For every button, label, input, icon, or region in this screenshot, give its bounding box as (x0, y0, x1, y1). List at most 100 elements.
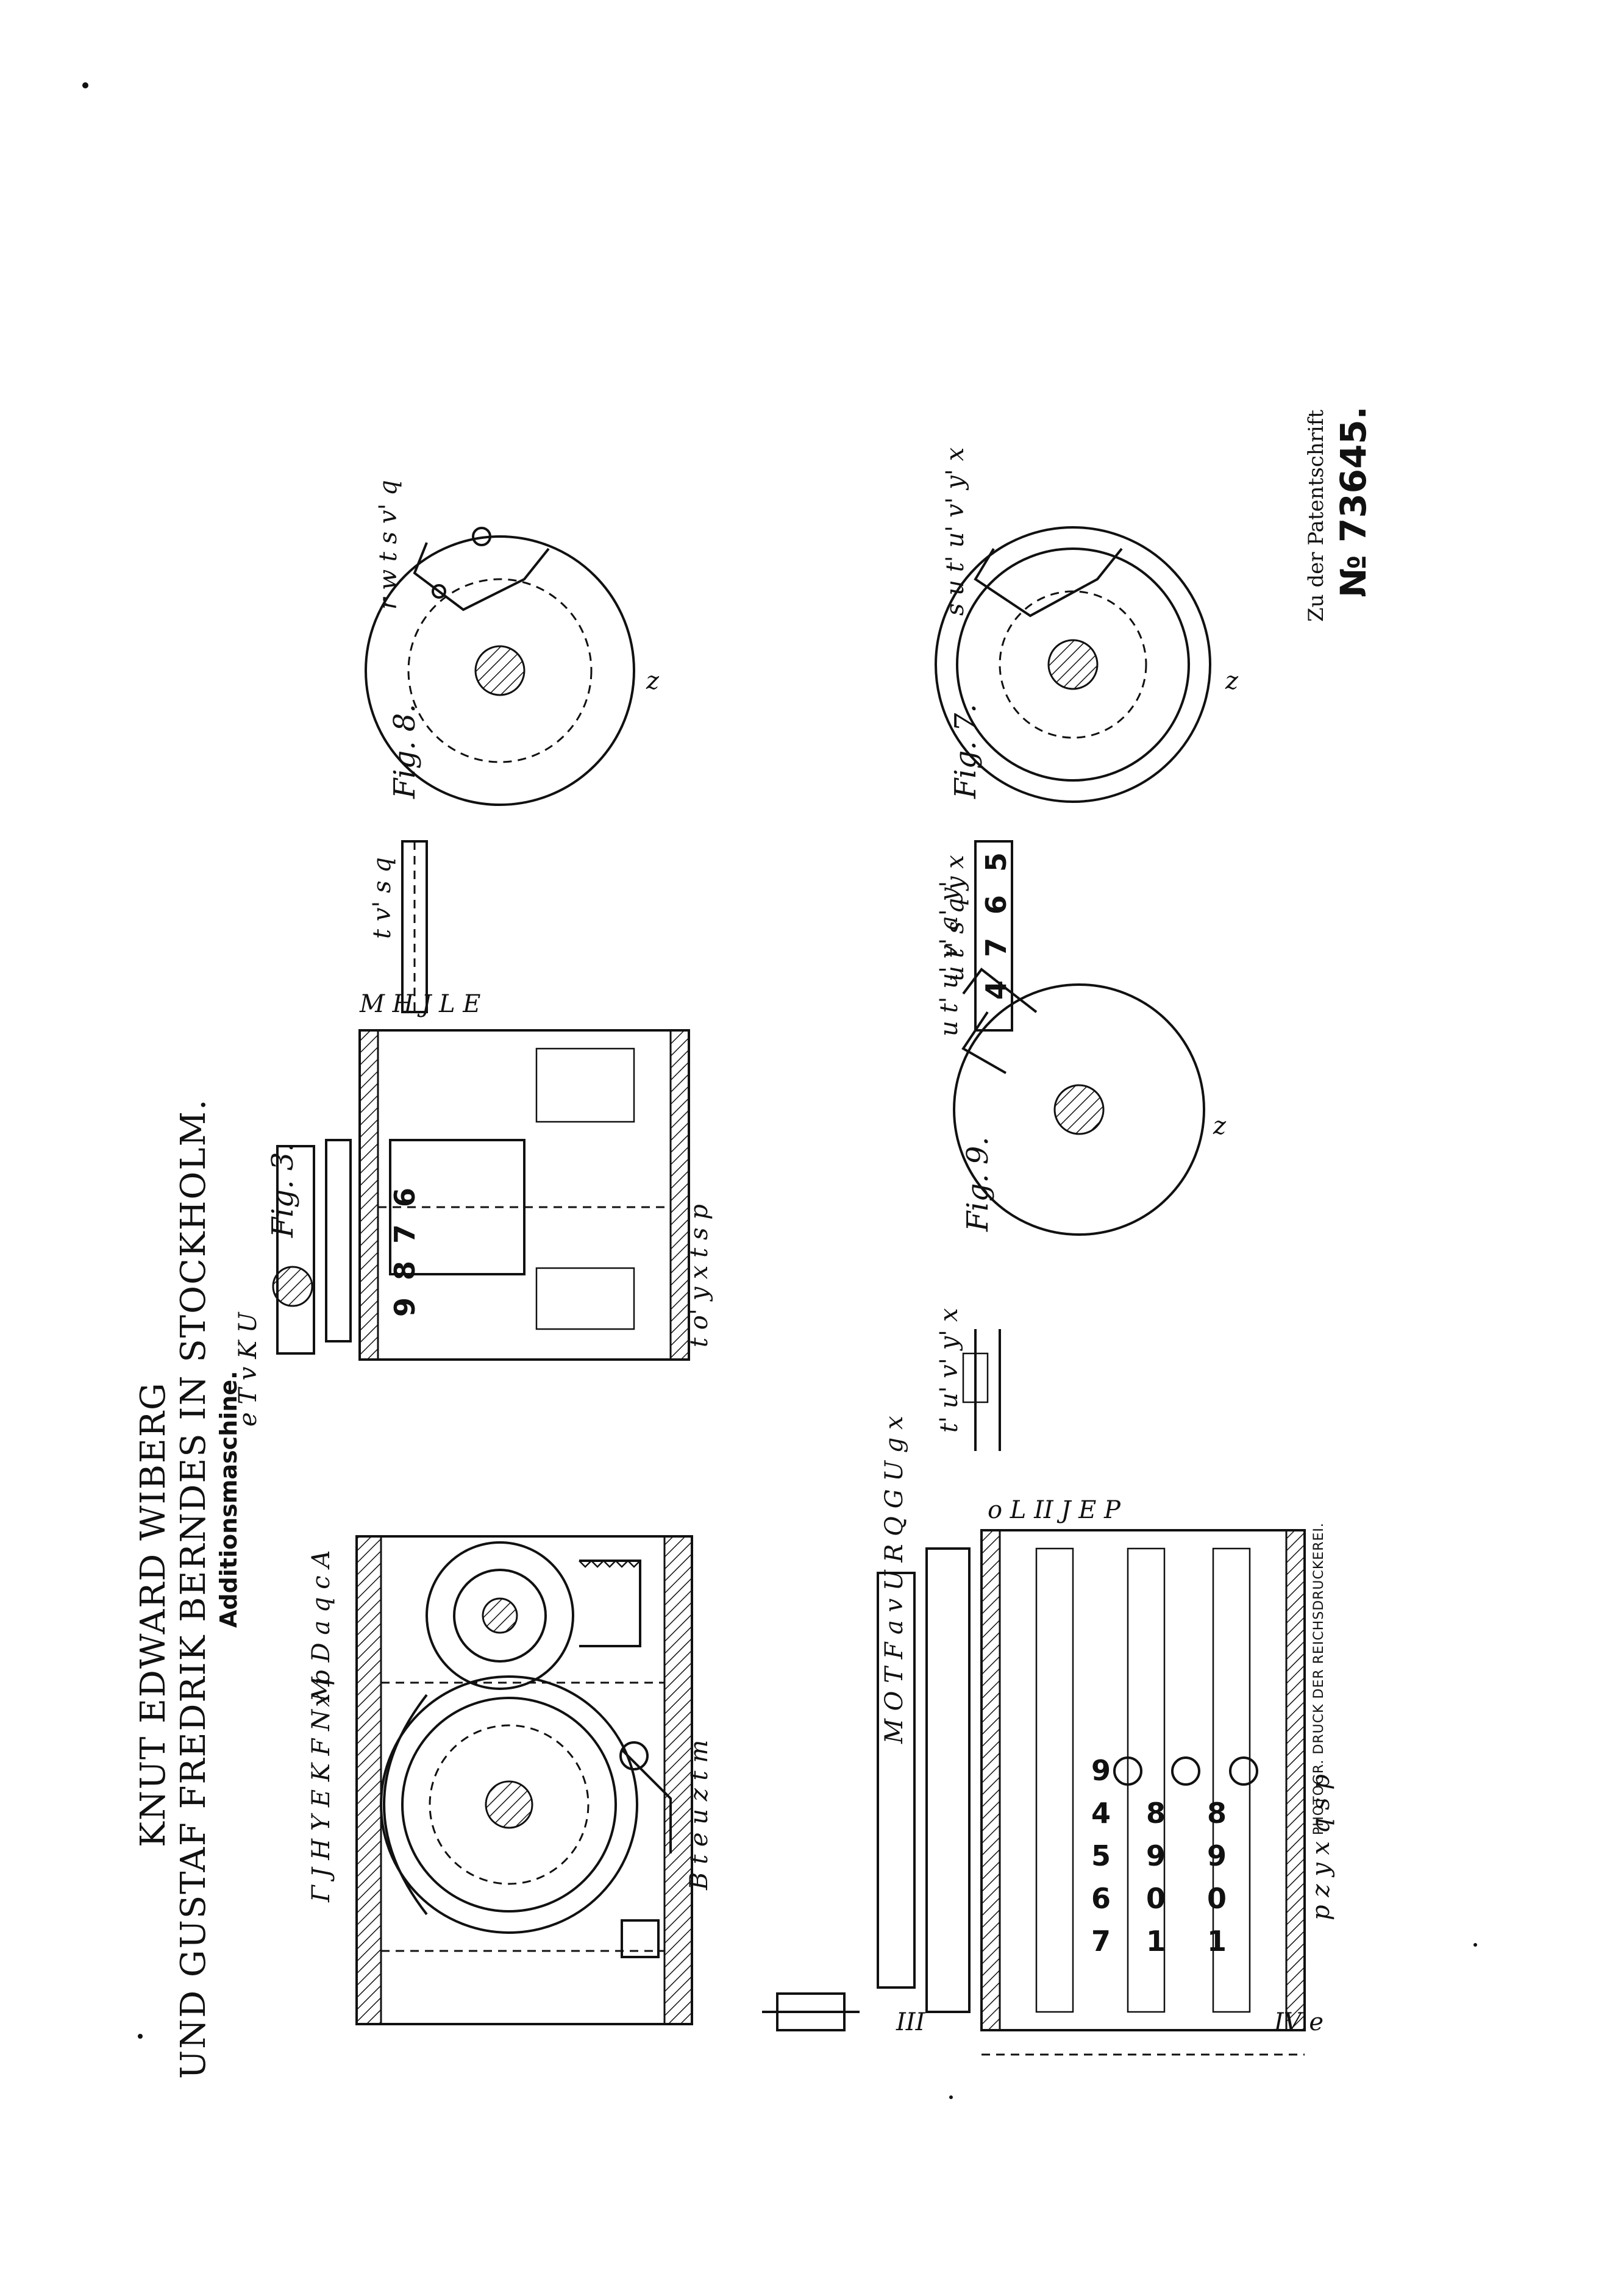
fig3-label-bottom: t o' y x t s p (685, 1204, 713, 1347)
fig3-bottom-wall (358, 1029, 379, 1361)
fig9-side-labels: t' u' v' y' x (935, 1308, 963, 1433)
figure-7-digits: 5 6 7 4 (980, 852, 1013, 1000)
fig7-pawl (974, 547, 1123, 618)
figure-9 (953, 968, 1205, 1451)
fig7-digit-2: 7 (980, 938, 1013, 957)
fig7-side-view (974, 840, 1013, 1032)
fig2-shaft-3 (1212, 1547, 1251, 2013)
fig9-label-top: u t' u' v' a' y' (935, 881, 963, 1036)
fig2-digit-b0: 8 (1146, 1797, 1166, 1830)
fig8-caption: Fig. 8. (388, 704, 422, 799)
fig2-digit-b1: 9 (1146, 1839, 1166, 1872)
fig2-pin-1 (1113, 1756, 1142, 1786)
patent-number-block: Zu der Patentschrift № 73645. (1304, 406, 1374, 622)
fig7-axle (1047, 639, 1099, 690)
fig2-label-top: o L II J E P (988, 1496, 1121, 1524)
fig2-digit-a1: 4 (1091, 1797, 1111, 1830)
fig7-ring (956, 547, 1190, 782)
fig2-label-lower: p z y x q s p (1307, 1774, 1335, 1920)
fig9-label-z: z (1213, 1112, 1227, 1140)
fig1-upper-axle (482, 1597, 518, 1634)
fig3-upper-block (535, 1047, 635, 1123)
fig7-label-z: z (1225, 667, 1239, 695)
fig1-sector-arc (383, 1694, 428, 1916)
fig2-right-wall (1285, 1529, 1306, 2031)
fig2-digit-a0: 9 (1091, 1754, 1111, 1787)
fig1-main-wheel-outer (380, 1675, 638, 1934)
header-block: KNUT EDWARD WIBERG UND GUSTAF FREDRIK BE… (134, 1098, 242, 2079)
fig9-axle (1053, 1084, 1105, 1135)
figure-3-digits: 6 7 8 9 (388, 1188, 421, 1317)
fig2-housing (980, 1529, 1306, 2031)
fig1-main-axle (485, 1780, 533, 1829)
fig3-digit-3: 9 (388, 1297, 421, 1317)
fig1-lever-pivot (619, 1741, 649, 1770)
figure-2 (762, 1529, 1306, 2056)
fig1-main-wheel (401, 1697, 617, 1913)
fig7-caption: Fig. 7. (949, 704, 983, 799)
fig2-label-upper: M O T F a v U R Q G U g x (880, 1416, 908, 1744)
fig2-digit-a3: 6 (1091, 1882, 1111, 1915)
speck-3 (949, 2095, 953, 2099)
figure-1-labels: Γ J H Y E K F N M x p D a q c A B t e u … (307, 1550, 713, 1903)
fig7-digit-1: 6 (980, 895, 1013, 914)
printer-note-block: PHOTOGR. DRUCK DER REICHSDRUCKEREI. (1311, 1522, 1327, 1835)
fig8-pawl (413, 542, 550, 611)
fig3-digit-2: 8 (388, 1261, 421, 1280)
fig8-hidden-circle (407, 578, 593, 763)
fig2-pin-2 (1171, 1756, 1200, 1786)
patent-number: № 73645. (1333, 406, 1374, 597)
fig3-top-wall (669, 1029, 690, 1361)
figure-7-labels: Fig. 7. s u t' u' v' y' x z u t' s q y x (941, 447, 1239, 982)
fig2-digit-c3: 1 (1207, 1925, 1227, 1958)
fig2-digit-c1: 9 (1207, 1839, 1227, 1872)
patent-prefix: Zu der Patentschrift (1304, 410, 1328, 622)
inventors-line-2: UND GUSTAF FREDRIK BERNDES IN STOCKHOLM. (174, 1098, 213, 2079)
fig1-lever (621, 1749, 672, 1853)
fig9-caption: Fig. 9. (961, 1136, 995, 1232)
fig2-digit-c2: 0 (1207, 1882, 1227, 1915)
fig9-pawl (962, 968, 1038, 1013)
fig2-digit-b3: 1 (1146, 1925, 1166, 1958)
fig3-handle-plate (276, 1145, 315, 1355)
fig2-upper-slide (925, 1547, 971, 2013)
fig2-digit-a2: 5 (1091, 1839, 1111, 1872)
fig1-main-wheel-hidden (429, 1724, 590, 1885)
fig3-lower-block (535, 1267, 635, 1330)
fig1-housing (355, 1535, 693, 2025)
fig9-notch (961, 1011, 1006, 1074)
fig1-label-c: B t e u z t m (685, 1740, 713, 1891)
fig1-stop-block (621, 1919, 660, 1958)
figure-2-digits: 9 4 5 6 7 8 9 0 1 8 9 0 1 (1091, 1754, 1227, 1958)
fig1-upper-wheel-inner (453, 1569, 547, 1663)
fig7-side-labels: u t' s q y x (941, 855, 969, 982)
fig2-pin-3 (1229, 1756, 1258, 1786)
fig8-label-top: r w t s v' q (374, 480, 402, 610)
fig1-rack-teeth (579, 1560, 641, 1568)
fig1-label-a: Γ J H Y E K F N M (307, 1676, 335, 1903)
fig1-label-b: x p D a q c A (307, 1550, 335, 1707)
fig8-label-z: z (646, 667, 660, 695)
figure-1 (355, 1535, 693, 2025)
inventors-line-1: KNUT EDWARD WIBERG (134, 1382, 173, 1847)
fig3-digit-1: 7 (388, 1224, 421, 1244)
printer-note: PHOTOGR. DRUCK DER REICHSDRUCKEREI. (1311, 1522, 1327, 1835)
fig8-side-view (401, 840, 428, 1013)
fig8-pin (472, 527, 491, 546)
speck-2 (138, 2034, 143, 2039)
figure-8-labels: Fig. 8. r w t s v' q z t v' s q (368, 480, 660, 939)
fig2-digit-c0: 8 (1207, 1797, 1227, 1830)
fig8-side-labels: t v' s q (368, 857, 396, 939)
fig7-digit-0: 5 (980, 852, 1013, 872)
fig7-label-top: s u t' u' v' y' x (941, 447, 969, 616)
speck-1 (82, 82, 88, 88)
speck-4 (1473, 1943, 1477, 1947)
figure-2-labels: o L II J E P M O T F a v U R Q G U g x p… (880, 1416, 1335, 2036)
fig8-disc (365, 535, 635, 806)
figure-7 (935, 526, 1211, 1032)
fig3-label-top: M H J L E (359, 990, 481, 1018)
fig2-digit-b2: 0 (1146, 1882, 1166, 1915)
fig2-label-iii: III (896, 2008, 926, 2036)
